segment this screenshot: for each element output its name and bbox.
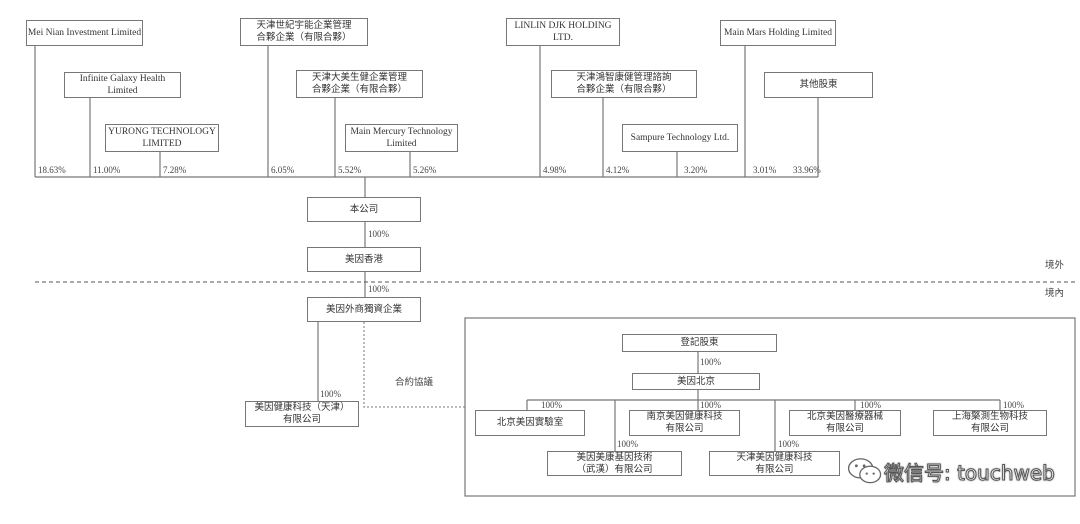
- box-label: 合夥企業（有限合夥）: [576, 85, 672, 95]
- offshore-label: 境外: [1045, 261, 1065, 271]
- box-label: Limited: [386, 139, 417, 149]
- box-label: 合夥企業（有限合夥）: [256, 33, 352, 43]
- watermark-text: 微信号: touchweb: [884, 460, 1056, 485]
- contract-label: 合約協議: [395, 378, 434, 388]
- shareholder-box: 其他股東: [764, 72, 873, 98]
- box-label: Infinite Galaxy Health Limited: [79, 74, 166, 96]
- box-label: 北京美因醫療器械: [806, 412, 883, 422]
- ownership-pct: 100%: [617, 439, 638, 449]
- box-label: 美因外商獨資企業: [325, 304, 402, 315]
- box-label: 有限公司: [665, 424, 704, 434]
- box-label: Main Mars Holding Limited: [724, 28, 832, 38]
- box-label: 登記股東: [680, 338, 719, 348]
- ownership-pct: 6.05%: [271, 165, 295, 175]
- shareholder-box: 天津大美生健企業管理合夥企業（有限合夥）: [296, 70, 423, 98]
- vie-sub-box: 北京美因實驗室: [475, 410, 585, 436]
- box-label: 天津美因健康科技: [736, 452, 813, 463]
- ownership-pct: 7.28%: [163, 165, 187, 175]
- box-label: 美因美康基因技術: [576, 452, 653, 463]
- box-label: 美因香港: [344, 254, 383, 265]
- wfoe-box: 美因外商獨資企業: [307, 297, 421, 322]
- ownership-pct: 100%: [778, 439, 799, 449]
- box-label: 合夥企業（有限合夥）: [311, 85, 407, 95]
- registered-shareholders-box: 登記股東: [622, 334, 777, 352]
- ownership-pct: 100%: [1003, 400, 1024, 410]
- vie-sub-box: 上海檠測生物科技有限公司: [933, 410, 1047, 436]
- shareholder-box: Mei Nian Investment Limited: [26, 20, 143, 46]
- box-label: Mei Nian Investment Limited: [27, 28, 142, 38]
- ownership-pct: 33.96%: [793, 165, 821, 175]
- box-label: 天津大美生健企業管理: [311, 73, 407, 83]
- shareholder-box: 天津鴻智康健管理諮詢合夥企業（有限合夥）: [551, 70, 697, 98]
- watermark: 微信号: touchweb: [846, 456, 1055, 486]
- box-label: 美因北京: [676, 376, 715, 387]
- ownership-pct: 3.01%: [753, 165, 777, 175]
- ownership-pct: 100%: [541, 400, 562, 410]
- ownership-pct: 100%: [368, 229, 389, 239]
- vie-sub-box: 美因美康基因技術（武漢）有限公司: [547, 451, 682, 476]
- box-label: 天津世紀宇能企業管理: [256, 21, 352, 31]
- shareholder-box: YURONG TECHNOLOGY LIMITED: [105, 124, 219, 152]
- box-label: 有限公司: [282, 415, 321, 425]
- box-label: 美因健康科技（天津）: [254, 403, 350, 413]
- box-label: 有限公司: [825, 424, 864, 434]
- box-label: 本公司: [349, 204, 379, 215]
- box-label: YURONG TECHNOLOGY: [108, 127, 216, 137]
- ownership-pct: 5.26%: [413, 165, 437, 175]
- wechat-icon: [847, 458, 882, 484]
- ownership-pct: 100%: [700, 400, 721, 410]
- shareholder-box: LINLIN DJK HOLDING LTD.: [506, 18, 620, 46]
- ownership-pct: 100%: [368, 284, 389, 294]
- box-label: LINLIN DJK HOLDING: [514, 21, 612, 31]
- ownership-pct: 11.00%: [93, 165, 121, 175]
- box-label: 上海檠測生物科技: [951, 412, 1028, 422]
- ownership-pct: 5.52%: [338, 165, 362, 175]
- box-label: （武漢）有限公司: [576, 464, 653, 475]
- box-label: Main Mercury Technology: [350, 127, 453, 137]
- vie-sub-box: 北京美因醫療器械有限公司: [789, 410, 901, 436]
- vie-sub-box: 天津美因健康科技有限公司: [709, 451, 840, 476]
- box-label: LIMITED: [142, 139, 182, 149]
- ownership-pct: 4.12%: [606, 165, 630, 175]
- hk-box: 美因香港: [307, 247, 421, 272]
- beijing-box: 美因北京: [632, 373, 760, 390]
- ownership-pct: 3.20%: [684, 165, 708, 175]
- vie-sub-box: 南京美因健康科技有限公司: [629, 410, 740, 436]
- ownership-pct: 100%: [700, 357, 721, 367]
- shareholder-box: Infinite Galaxy Health Limited: [64, 72, 181, 98]
- ownership-pct: 4.98%: [543, 165, 567, 175]
- contract-line: [363, 322, 465, 408]
- ownership-pct: 18.63%: [38, 165, 66, 175]
- onshore-label: 境內: [1045, 289, 1065, 299]
- tianjin-sub-box: 美因健康科技（天津） 有限公司: [245, 401, 359, 427]
- company-box: 本公司: [307, 197, 421, 222]
- box-label: 有限公司: [755, 464, 794, 475]
- ownership-pct: 100%: [860, 400, 881, 410]
- box-label: 天津鴻智康健管理諮詢: [576, 73, 672, 83]
- box-label: 南京美因健康科技: [646, 412, 723, 422]
- box-label: 北京美因實驗室: [496, 418, 564, 428]
- box-label: Sampure Technology Ltd.: [630, 133, 730, 143]
- shareholder-box: Sampure Technology Ltd.: [622, 124, 738, 152]
- shareholder-box: Main Mars Holding Limited: [720, 20, 836, 46]
- box-label: LTD.: [553, 33, 573, 43]
- box-label: 有限公司: [970, 424, 1009, 434]
- box-label: 其他股東: [799, 80, 838, 90]
- shareholder-box: 天津世紀宇能企業管理合夥企業（有限合夥）: [240, 18, 368, 46]
- ownership-pct: 100%: [320, 389, 341, 399]
